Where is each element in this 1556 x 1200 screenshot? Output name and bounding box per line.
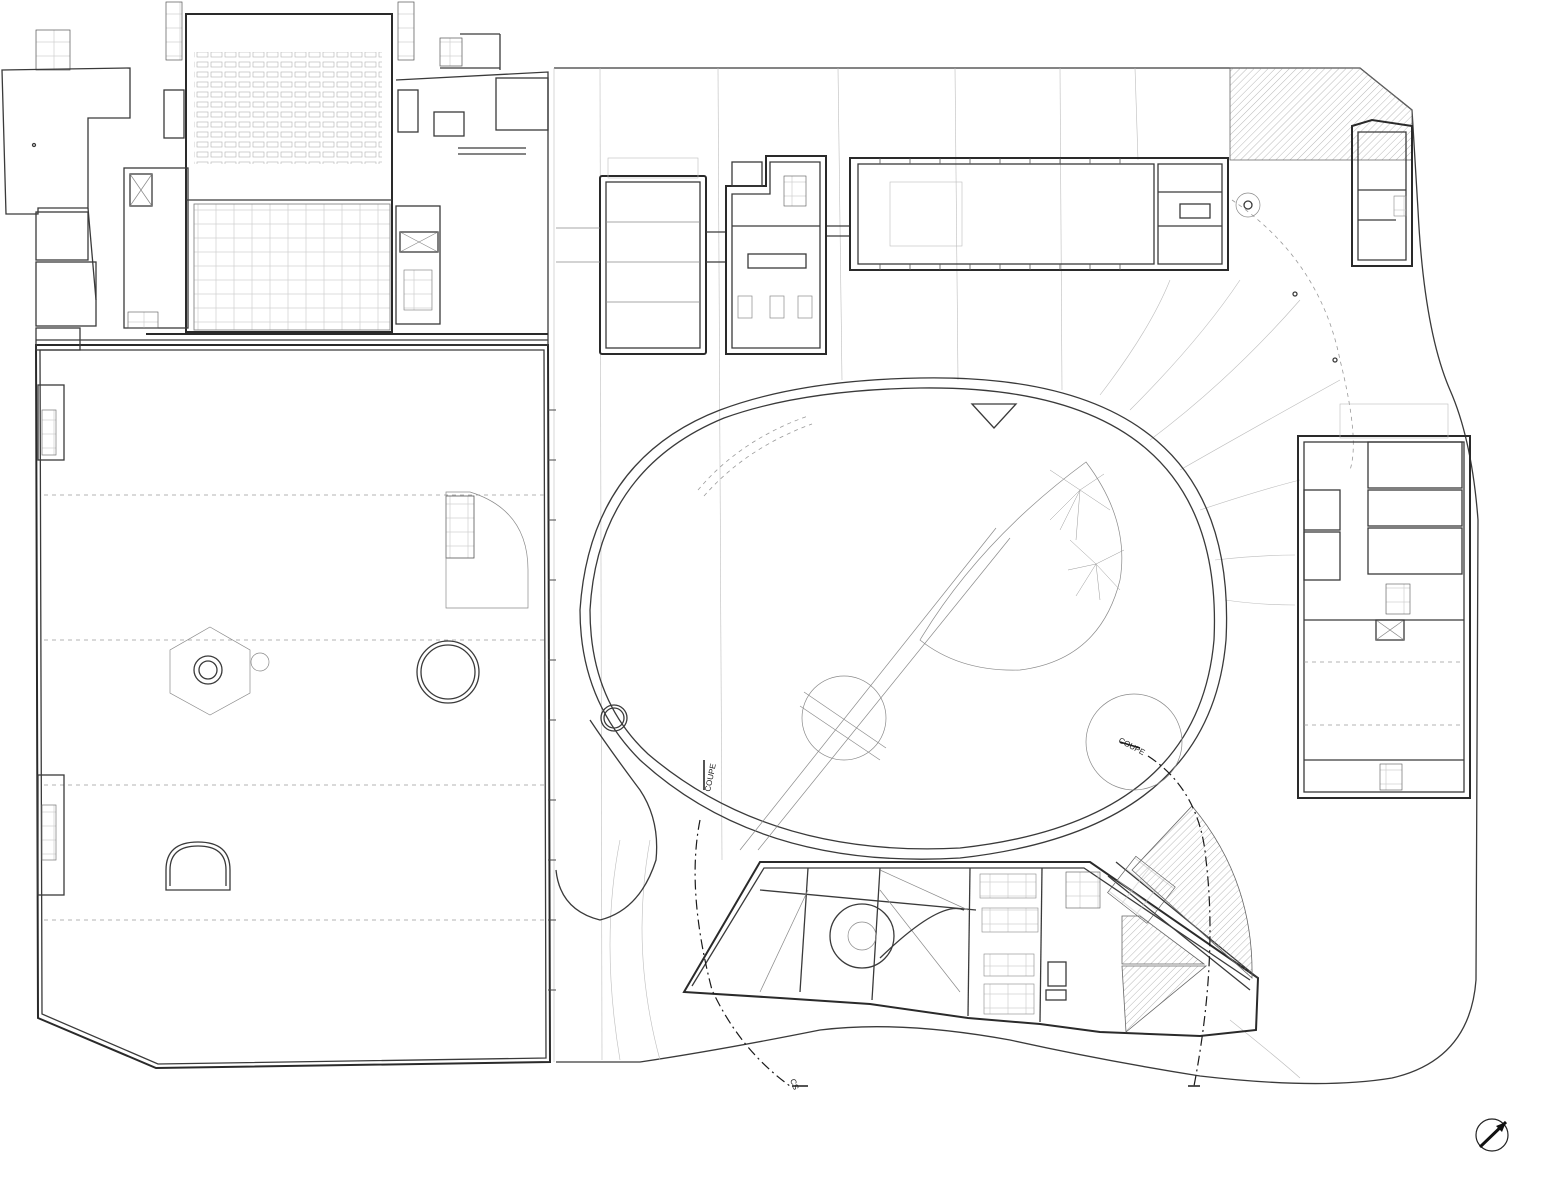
section-lines <box>694 741 1211 1087</box>
tower <box>1351 118 1413 267</box>
section-label-right: COUPE <box>1117 736 1146 757</box>
section-label-left: COUPE <box>703 763 718 793</box>
terrain-lines <box>609 279 1341 1079</box>
theatre-block <box>1 1 549 351</box>
main-hall <box>34 344 556 1070</box>
hatched-area <box>1229 67 1413 161</box>
oval-courtyard <box>555 377 1228 921</box>
long-building <box>849 157 1261 271</box>
connector-lines <box>556 225 850 263</box>
footpath <box>1231 199 1354 471</box>
right-building <box>1297 403 1471 799</box>
canopy <box>599 157 707 355</box>
lower-building <box>682 805 1260 1038</box>
pavilion <box>725 155 827 355</box>
section-tag-bottom: CS <box>788 1078 800 1092</box>
north-arrow-icon <box>1475 1118 1509 1152</box>
